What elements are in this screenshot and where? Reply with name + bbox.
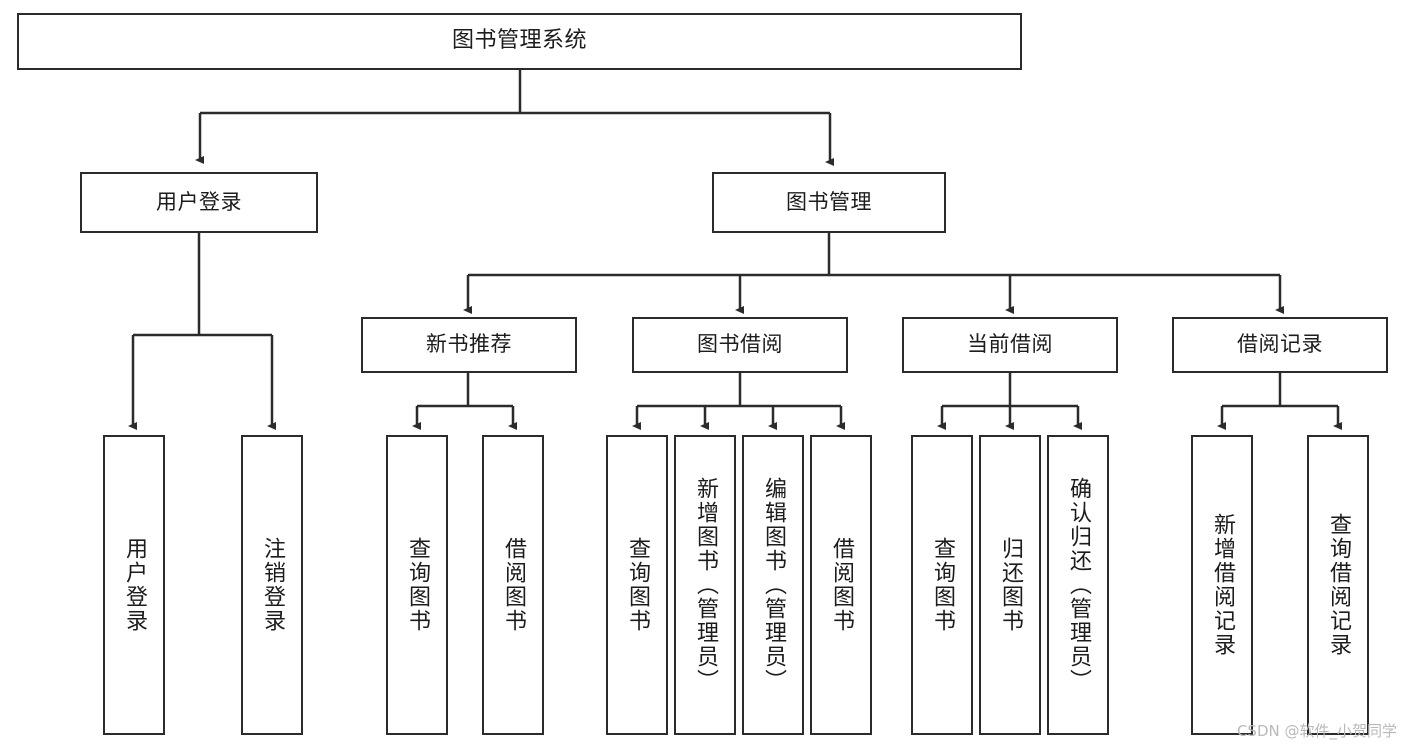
node-label: 注销登录 [259,537,285,633]
node-root-system[interactable]: 图书管理系统 [17,13,1022,70]
node-user-login[interactable]: 用户登录 [80,172,318,233]
node-new-book-recommend[interactable]: 新书推荐 [361,317,577,373]
node-current-borrow[interactable]: 当前借阅 [902,317,1118,373]
node-label: 用户登录 [121,537,147,633]
leaf-user-login[interactable]: 用户登录 [103,435,165,735]
leaf-current-confirm-return[interactable]: 确认归还（管理员） [1047,435,1109,735]
leaf-record-query-record[interactable]: 查询借阅记录 [1307,435,1369,735]
leaf-current-return-book[interactable]: 归还图书 [979,435,1041,735]
node-label: 查询借阅记录 [1325,513,1351,657]
node-label: 当前借阅 [967,332,1053,357]
node-borrow-record[interactable]: 借阅记录 [1172,317,1388,373]
node-label: 借阅记录 [1237,332,1323,357]
node-label: 确认归还（管理员） [1065,477,1091,693]
csdn-watermark: CSDN @软件_小贺同学 [1236,722,1397,740]
leaf-newbook-borrow-book[interactable]: 借阅图书 [482,435,544,735]
leaf-newbook-query-book[interactable]: 查询图书 [386,435,448,735]
node-label: 新增图书（管理员） [692,477,718,693]
leaf-borrow-edit-book[interactable]: 编辑图书（管理员） [742,435,804,735]
node-label: 借阅图书 [500,537,526,633]
node-label: 用户登录 [156,189,242,214]
leaf-user-logout[interactable]: 注销登录 [241,435,303,735]
leaf-current-query-book[interactable]: 查询图书 [911,435,973,735]
node-label: 查询图书 [929,537,955,633]
leaf-borrow-query-book[interactable]: 查询图书 [606,435,668,735]
node-label: 归还图书 [997,537,1023,633]
leaf-record-add-record[interactable]: 新增借阅记录 [1191,435,1253,735]
node-book-management[interactable]: 图书管理 [712,172,946,233]
node-label: 图书管理 [786,189,872,214]
node-label: 查询图书 [624,537,650,633]
leaf-borrow-borrow-book[interactable]: 借阅图书 [810,435,872,735]
node-label: 编辑图书（管理员） [760,477,786,693]
node-label: 新增借阅记录 [1209,513,1235,657]
node-label: 图书管理系统 [451,28,587,54]
node-label: 查询图书 [404,537,430,633]
node-label: 借阅图书 [828,537,854,633]
node-label: 图书借阅 [697,332,783,357]
node-label: 新书推荐 [426,332,512,357]
leaf-borrow-add-book[interactable]: 新增图书（管理员） [674,435,736,735]
node-book-borrow[interactable]: 图书借阅 [632,317,848,373]
